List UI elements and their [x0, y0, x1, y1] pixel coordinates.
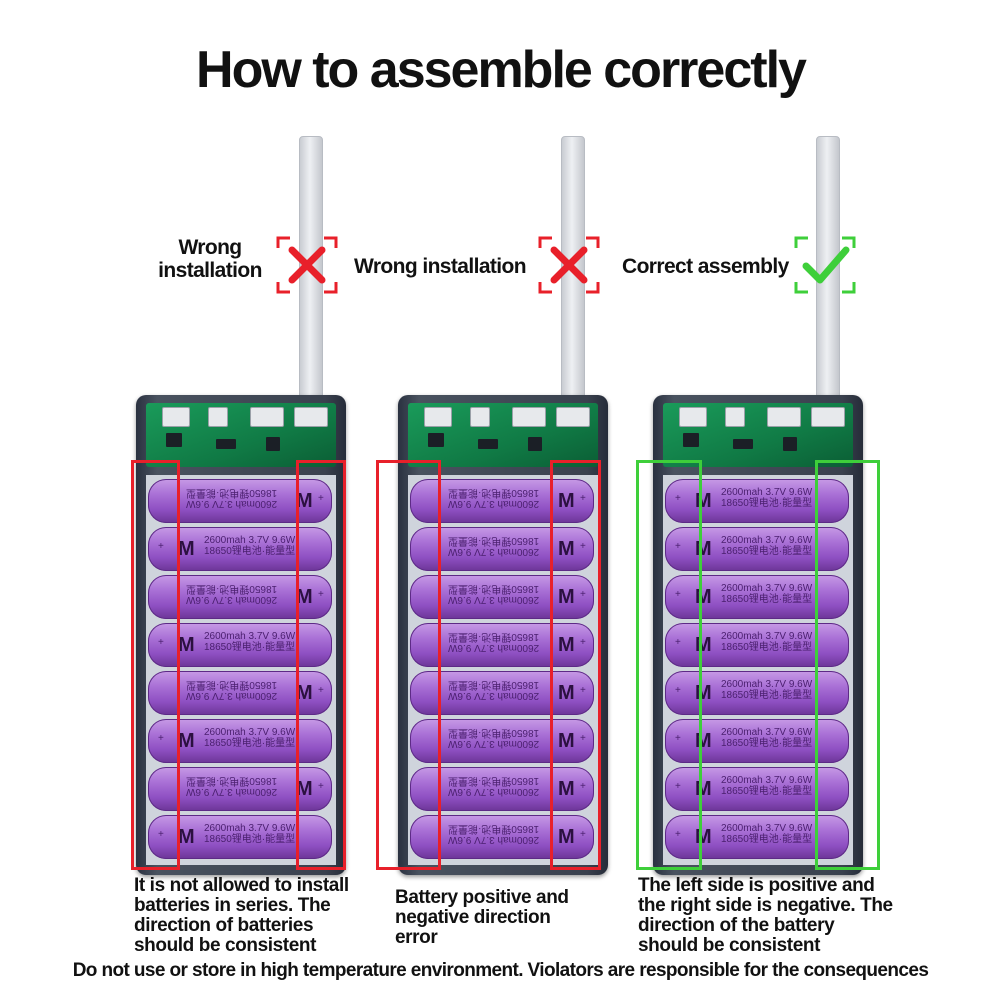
circuit-board: [408, 403, 598, 467]
positive-terminal-label: +: [580, 637, 586, 648]
circuit-board: [663, 403, 853, 467]
highlight-frame-left: [636, 460, 702, 870]
positive-terminal-label: +: [318, 685, 324, 696]
positive-terminal-label: +: [158, 541, 164, 552]
battery-brand-label: M: [296, 682, 313, 704]
footer-warning: Do not use or store in high temperature …: [72, 960, 929, 981]
battery-brand-label: M: [558, 730, 575, 752]
cross-icon: [538, 236, 600, 294]
battery-brand-label: M: [178, 538, 195, 560]
highlight-frame-right: [550, 460, 601, 870]
battery-brand-label: M: [296, 586, 313, 608]
battery-brand-label: M: [558, 538, 575, 560]
positive-terminal-label: +: [580, 685, 586, 696]
check-icon: [794, 236, 856, 294]
page-title: How to assemble correctly: [196, 41, 807, 99]
cross-icon: [276, 236, 338, 294]
circuit-board: [146, 403, 336, 467]
positive-terminal-label: +: [580, 493, 586, 504]
positive-terminal-label: +: [675, 589, 681, 600]
positive-terminal-label: +: [675, 685, 681, 696]
positive-terminal-label: +: [675, 541, 681, 552]
highlight-frame-left: [131, 460, 180, 870]
battery-brand-label: M: [296, 490, 313, 512]
positive-terminal-label: +: [580, 781, 586, 792]
positive-terminal-label: +: [580, 541, 586, 552]
positive-terminal-label: +: [158, 733, 164, 744]
panel-description: The left side is positive and the right …: [638, 875, 893, 956]
positive-terminal-label: +: [580, 733, 586, 744]
positive-terminal-label: +: [675, 637, 681, 648]
positive-terminal-label: +: [580, 829, 586, 840]
battery-brand-label: M: [296, 778, 313, 800]
battery-brand-label: M: [558, 490, 575, 512]
positive-terminal-label: +: [580, 589, 586, 600]
positive-terminal-label: +: [675, 829, 681, 840]
battery-brand-label: M: [558, 586, 575, 608]
battery-brand-label: M: [178, 634, 195, 656]
battery-brand-label: M: [558, 778, 575, 800]
positive-terminal-label: +: [318, 589, 324, 600]
highlight-frame-right: [296, 460, 346, 870]
status-label: Wrong installation: [354, 255, 527, 278]
highlight-frame-right: [815, 460, 880, 870]
positive-terminal-label: +: [158, 637, 164, 648]
battery-brand-label: M: [558, 682, 575, 704]
positive-terminal-label: +: [675, 733, 681, 744]
battery-brand-label: M: [178, 826, 195, 848]
highlight-frame-left: [376, 460, 441, 870]
panel-description: Battery positive and negative direction …: [395, 887, 569, 948]
battery-brand-label: M: [178, 730, 195, 752]
panel-description: It is not allowed to install batteries i…: [134, 875, 349, 956]
battery-brand-label: M: [558, 826, 575, 848]
positive-terminal-label: +: [675, 781, 681, 792]
positive-terminal-label: +: [675, 493, 681, 504]
status-label: Correct assembly: [622, 255, 789, 278]
positive-terminal-label: +: [318, 493, 324, 504]
status-label: Wrong installation: [158, 236, 262, 282]
battery-brand-label: M: [558, 634, 575, 656]
positive-terminal-label: +: [318, 781, 324, 792]
positive-terminal-label: +: [158, 829, 164, 840]
